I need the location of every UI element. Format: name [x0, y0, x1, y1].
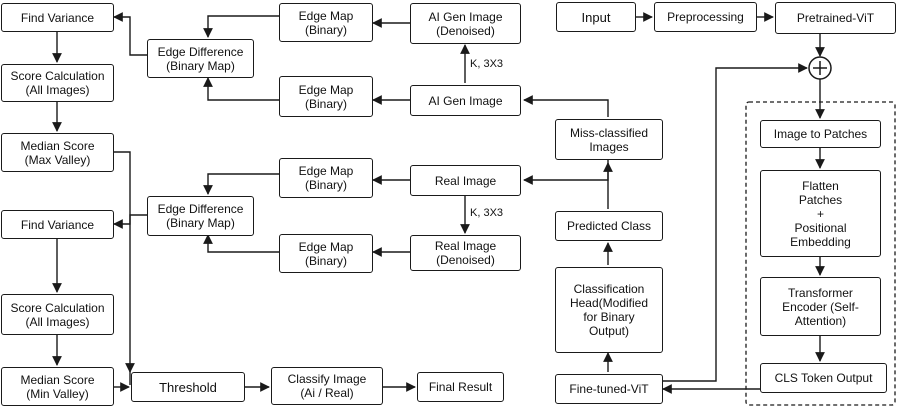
input-box: Input: [556, 2, 636, 32]
edge-map-real-box: Edge Map (Binary): [279, 158, 373, 198]
arrow-edgemap-real-to-diff: [203, 173, 279, 195]
kernel-label-top: K, 3X3: [470, 58, 504, 70]
fine-tuned-vit-box: Fine-tuned-ViT: [555, 374, 663, 404]
edge-difference-top-box: Edge Difference (Binary Map): [147, 39, 254, 78]
find-variance-bottom-box: Find Variance: [1, 210, 114, 239]
edge-map-ai-box: Edge Map (Binary): [279, 76, 373, 117]
classify-image-box: Classify Image (Ai / Real): [271, 367, 383, 405]
real-denoised-box: Real Image (Denoised): [410, 235, 521, 271]
edge-difference-bottom-box: Edge Difference (Binary Map): [147, 196, 254, 236]
threshold-box: Threshold: [131, 372, 245, 402]
real-image-box: Real Image: [410, 165, 521, 196]
ai-gen-image-box: AI Gen Image: [410, 85, 521, 116]
median-score-max-box: Median Score (Max Valley): [1, 133, 114, 172]
predicted-class-box: Predicted Class: [555, 211, 663, 241]
score-calculation-top-box: Score Calculation (All Images): [1, 64, 114, 102]
kernel-label-bottom: K, 3X3: [470, 207, 504, 219]
edge-map-ai-denoised-box: Edge Map (Binary): [279, 3, 373, 42]
find-variance-top-box: Find Variance: [1, 3, 114, 32]
arrow-finetuned-to-plus: [663, 63, 808, 382]
arrow-edgemap-real-denoised-to-diff: [203, 234, 279, 253]
cls-token-box: CLS Token Output: [760, 363, 887, 393]
miss-classified-box: Miss-classified Images: [555, 119, 663, 160]
arrow-edgediff-to-findvar-top: [113, 12, 147, 56]
median-score-min-box: Median Score (Min Valley): [1, 367, 114, 406]
classification-head-box: Classification Head(Modified for Binary …: [555, 267, 663, 353]
flatten-patches-box: Flatten Patches + Positional Embedding: [760, 170, 881, 257]
ai-gen-denoised-box: AI Gen Image (Denoised): [410, 3, 521, 44]
arrow-edgemap-to-diff-top: [203, 77, 279, 101]
image-to-patches-box: Image to Patches: [760, 120, 881, 148]
arrow-edgemap-denoised-to-diff-top: [203, 15, 279, 38]
arrow-missclassified-to-real: [523, 160, 609, 185]
arrow-median-max-to-threshold: [114, 151, 131, 385]
pretrained-vit-box: Pretrained-ViT: [775, 2, 896, 34]
score-calculation-bottom-box: Score Calculation (All Images): [1, 294, 114, 335]
edge-map-real-denoised-box: Edge Map (Binary): [279, 234, 373, 273]
transformer-encoder-box: Transformer Encoder (Self- Attention): [760, 277, 881, 336]
final-result-box: Final Result: [417, 372, 504, 402]
arrow-missclassified-to-ai-gen: [523, 95, 609, 117]
preprocessing-box: Preprocessing: [654, 2, 757, 32]
